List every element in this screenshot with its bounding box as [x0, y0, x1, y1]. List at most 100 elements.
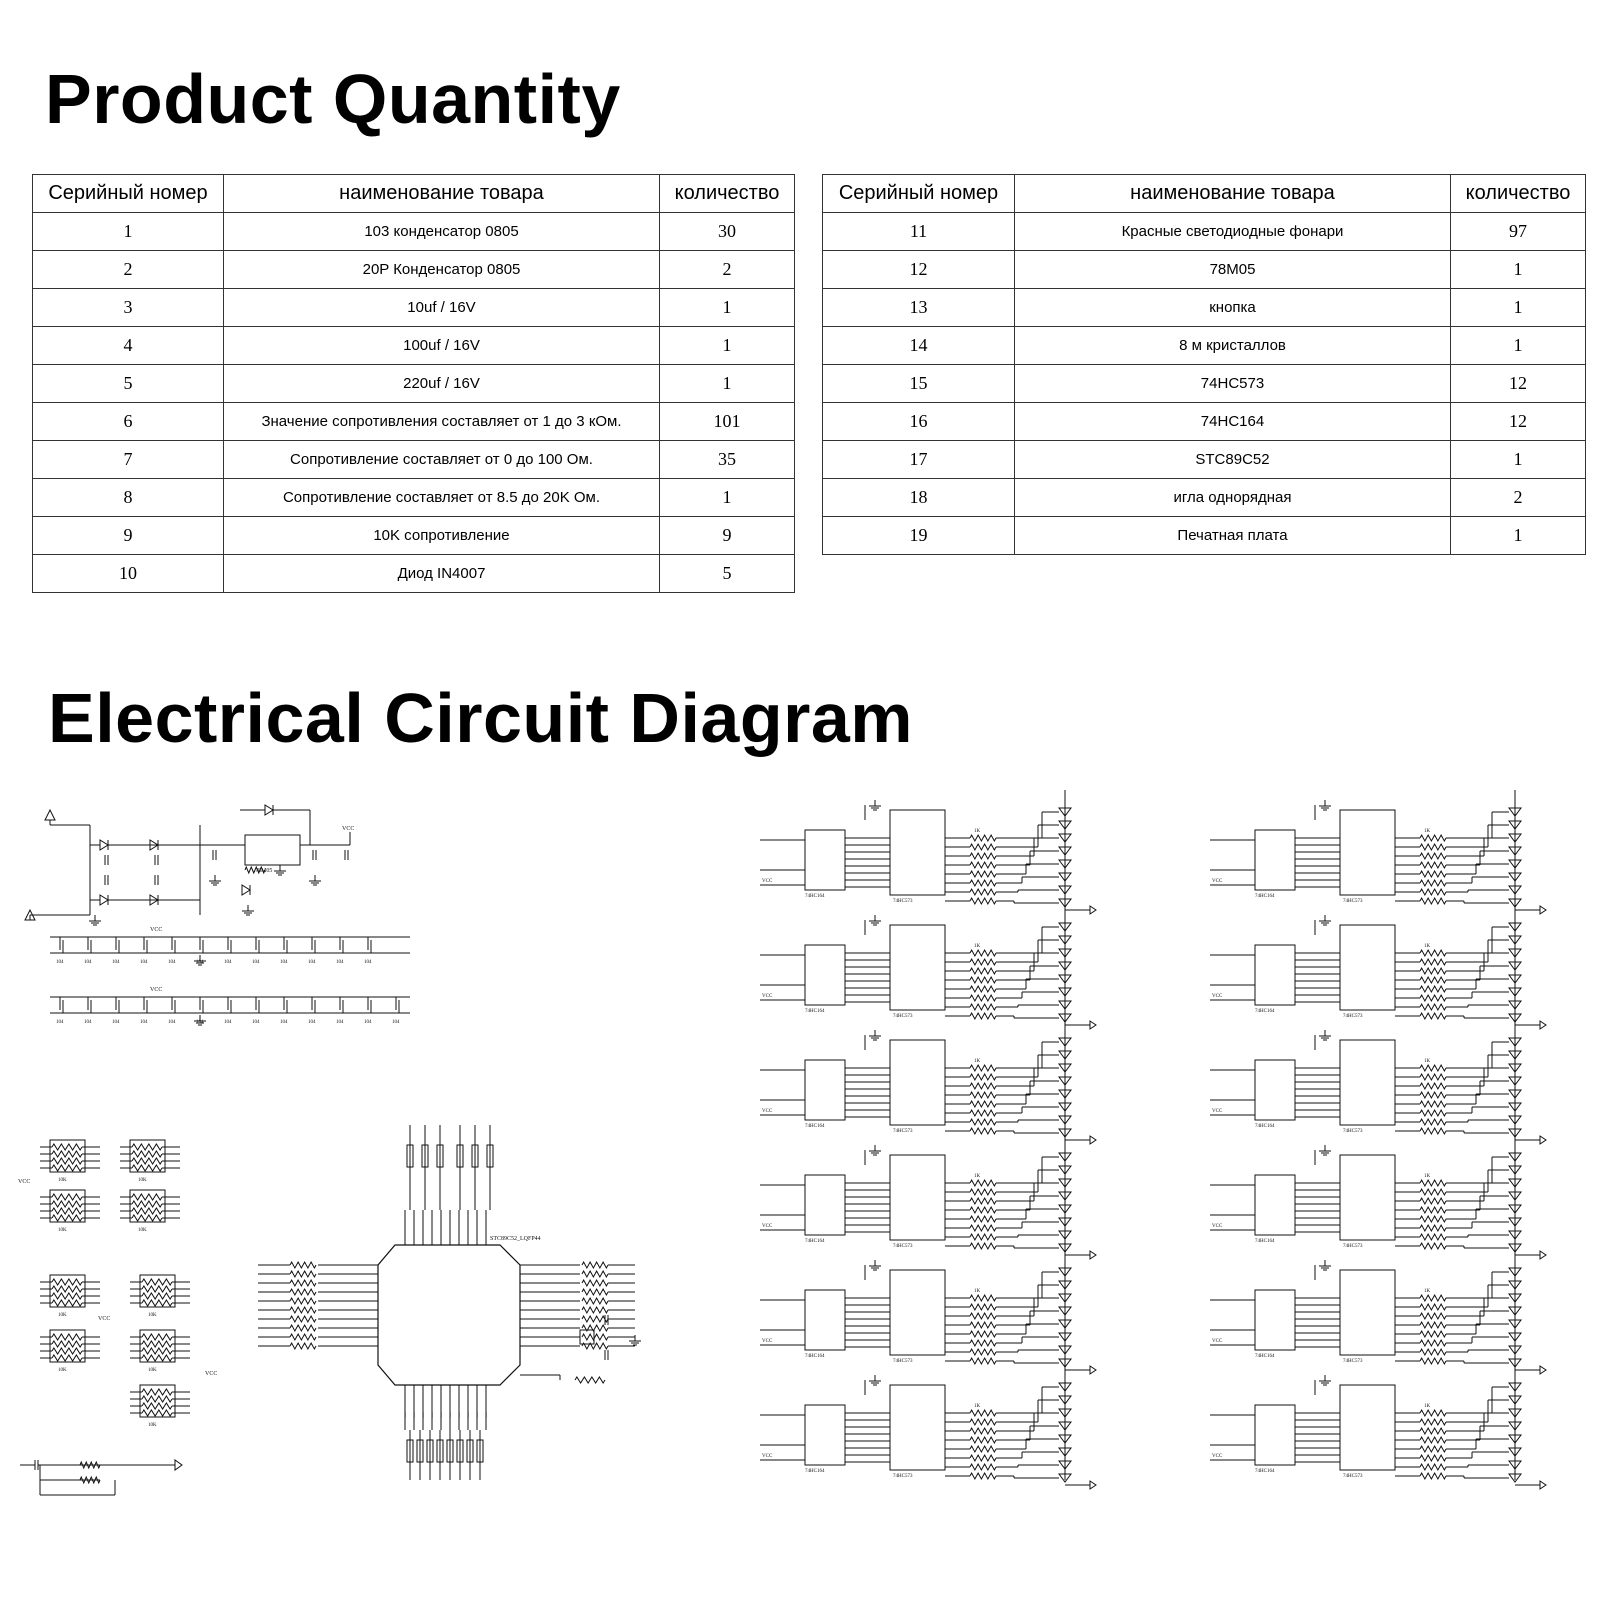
shift-register-label: 74HC164 — [805, 1354, 825, 1359]
led-symbol — [1058, 1306, 1072, 1316]
led-symbol — [1058, 872, 1072, 882]
resistor-symbol — [969, 1214, 997, 1224]
quantity-cell: 101 — [659, 402, 795, 441]
capacitor-value-label: 104 — [308, 1020, 316, 1025]
vcc-label: VCC — [762, 994, 773, 999]
latch-chip-symbol — [889, 924, 946, 1011]
resistor-value-label: 1K — [1424, 944, 1431, 949]
led-symbol — [1508, 961, 1522, 971]
capacitor-value-label: 104 — [364, 960, 372, 965]
quantity-cell: 1 — [1450, 326, 1586, 365]
led-symbol — [1058, 1345, 1072, 1355]
resistor-symbol — [969, 1081, 997, 1091]
resistor-symbol — [1419, 1011, 1447, 1021]
capacitor-value-label: 104 — [364, 1020, 372, 1025]
vcc-label: VCC — [150, 987, 162, 993]
led-symbol — [1058, 1408, 1072, 1418]
resistor-symbol — [969, 1462, 997, 1472]
resistor-symbol — [1419, 1435, 1447, 1445]
serial-cell: 3 — [32, 288, 224, 327]
resistor-symbol — [969, 1356, 997, 1366]
led-symbol — [1508, 807, 1522, 817]
resistor-symbol — [1419, 1356, 1447, 1366]
resistor-symbol — [969, 1011, 997, 1021]
resistor-symbol — [289, 1332, 317, 1342]
led-symbol — [1508, 1395, 1522, 1405]
resistor-symbol — [79, 1475, 101, 1485]
shift-register-label: 74HC164 — [1255, 894, 1275, 899]
quantity-cell: 1 — [659, 364, 795, 403]
capacitor-value-label: 104 — [252, 960, 260, 965]
product-name-cell: игла однорядная — [1014, 478, 1451, 517]
resistor-symbol — [969, 1311, 997, 1321]
network-value-label: 10K — [58, 1228, 67, 1233]
capacitor-value-label: 104 — [392, 1020, 400, 1025]
led-symbol — [1508, 1280, 1522, 1290]
serial-cell: 5 — [32, 364, 224, 403]
resistor-symbol — [1419, 1471, 1447, 1481]
vcc-label: VCC — [150, 927, 162, 933]
resistor-symbol — [289, 1305, 317, 1315]
network-value-label: 10K — [58, 1313, 67, 1318]
led-symbol — [1058, 1204, 1072, 1214]
resistor-symbol — [51, 1340, 83, 1348]
led-symbol — [1058, 1447, 1072, 1457]
latch-label: 74HC573 — [893, 1474, 913, 1479]
led-symbol — [1058, 987, 1072, 997]
resistor-symbol — [1419, 1223, 1447, 1233]
product-name-cell: 103 конденсатор 0805 — [223, 212, 660, 251]
resistor-symbol — [969, 993, 997, 1003]
shift-register-label: 74HC164 — [805, 1124, 825, 1129]
resistor-symbol — [289, 1341, 317, 1351]
resistor-symbol — [51, 1285, 83, 1293]
shift-register-label: 74HC164 — [805, 1239, 825, 1244]
circuit-diagram-heading: Electrical Circuit Diagram — [48, 679, 913, 757]
resistor-symbol — [1419, 896, 1447, 906]
led-symbol — [1508, 1204, 1522, 1214]
resistor-symbol — [969, 966, 997, 976]
latch-label: 74HC573 — [1343, 1129, 1363, 1134]
led-symbol — [1058, 1243, 1072, 1253]
led-symbol — [1058, 1000, 1072, 1010]
latch-label: 74HC573 — [893, 1244, 913, 1249]
output-arrow-symbol — [174, 1459, 183, 1471]
regulator-label: 78M05 — [255, 868, 272, 874]
led-symbol — [1508, 987, 1522, 997]
resistor-symbol — [969, 1002, 997, 1012]
quantity-cell: 1 — [1450, 250, 1586, 289]
network-value-label: 10K — [138, 1178, 147, 1183]
led-symbol — [1508, 1165, 1522, 1175]
product-name-cell: STC89C52 — [1014, 440, 1451, 479]
led-symbol — [1508, 833, 1522, 843]
led-symbol — [1508, 846, 1522, 856]
led-symbol — [1058, 1293, 1072, 1303]
serial-cell: 10 — [32, 554, 224, 593]
ground-arrow-symbol — [1089, 1250, 1097, 1260]
led-symbol — [1508, 1013, 1522, 1023]
resistor-symbol — [131, 1214, 163, 1222]
latch-chip-symbol — [889, 1154, 946, 1241]
serial-cell: 15 — [822, 364, 1015, 403]
latch-chip-symbol — [889, 809, 946, 896]
resistor-network-symbol — [49, 1139, 86, 1173]
ground-arrow-symbol — [1089, 1480, 1097, 1490]
vcc-label: VCC — [205, 1371, 217, 1377]
resistor-symbol — [1419, 878, 1447, 888]
resistor-symbol — [581, 1278, 609, 1288]
led-symbol — [1058, 1421, 1072, 1431]
resistor-network-symbol — [129, 1139, 166, 1173]
product-name-cell: Печатная плата — [1014, 516, 1451, 555]
resistor-symbol — [141, 1340, 173, 1348]
product-name-cell: Диод IN4007 — [223, 554, 660, 593]
resistor-symbol — [1419, 1108, 1447, 1118]
ground-arrow-symbol — [1539, 1135, 1547, 1145]
microcontroller-chip-symbol — [377, 1244, 521, 1386]
led-symbol — [1058, 1191, 1072, 1201]
led-symbol — [1058, 1230, 1072, 1240]
product-name-cell: 78M05 — [1014, 250, 1451, 289]
capacitor-value-label: 104 — [84, 1020, 92, 1025]
